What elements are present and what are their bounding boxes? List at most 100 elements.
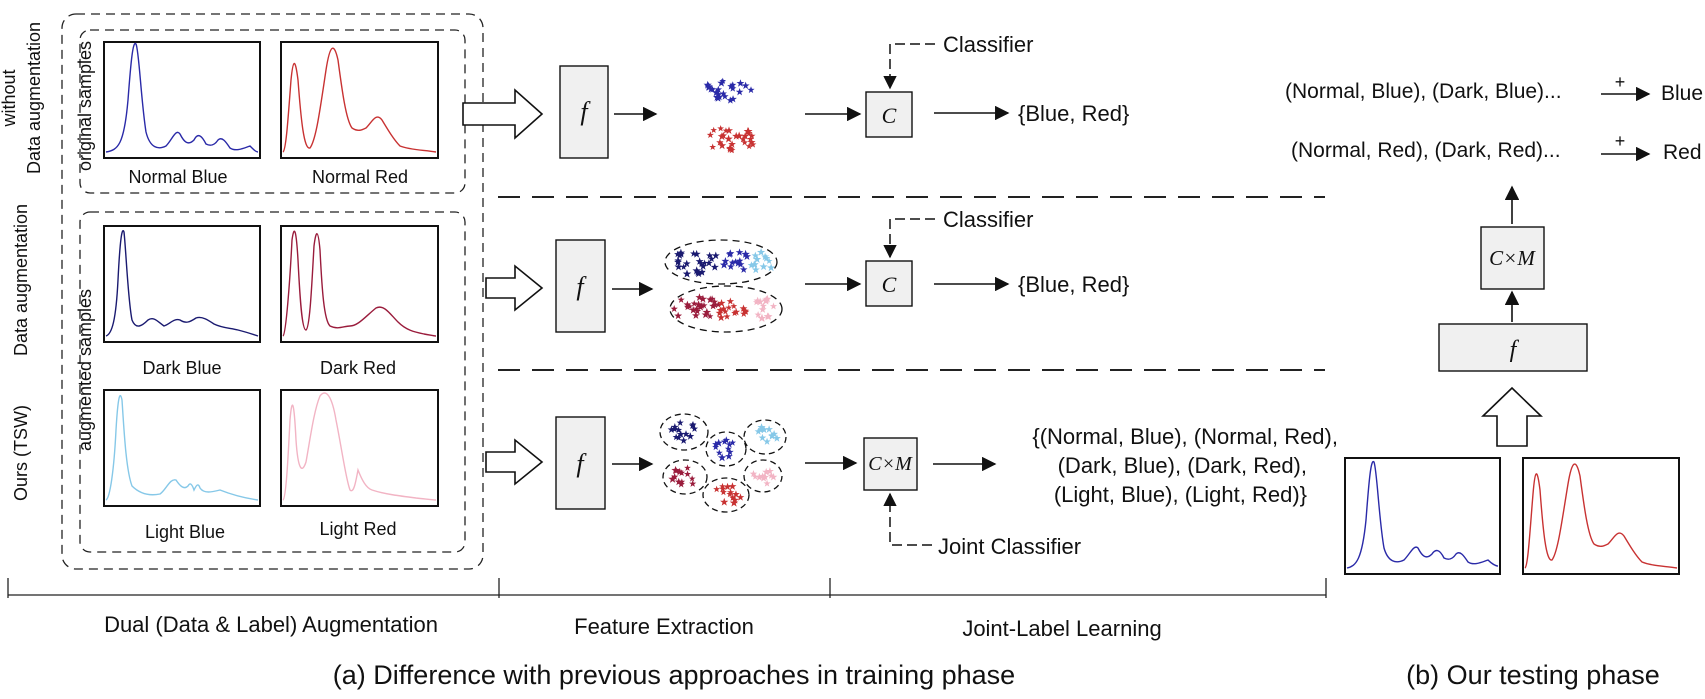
feature-star-marker [709, 143, 717, 151]
feature-star-marker [710, 126, 718, 134]
test-result-blue: Blue [1661, 82, 1703, 105]
row-label-without-2: Data augmentation [24, 22, 44, 174]
feature-star-marker [684, 464, 691, 471]
test-plus-red: + [1615, 131, 1626, 151]
feature-extractor-row3: f [555, 416, 606, 510]
feature-star-marker [726, 297, 735, 305]
label-dark-blue: Dark Blue [142, 358, 221, 378]
label-dark-red: Dark Red [320, 358, 396, 378]
feature-star-marker [679, 436, 688, 444]
svg-text:C: C [882, 103, 897, 128]
feature-star-marker [767, 263, 776, 272]
cluster-circle-blue [705, 431, 747, 467]
test-red-combos: (Normal, Red), (Dark, Red)... [1291, 139, 1561, 162]
feature-star-marker [683, 470, 692, 478]
stage-bracket [7, 578, 1327, 598]
cluster-circle-dark-red [662, 459, 708, 495]
test-feature-extractor-box: f [1438, 323, 1588, 372]
output-binary-row2: {Blue, Red} [1018, 272, 1129, 297]
svg-text:C: C [882, 272, 897, 297]
feature-star-marker [717, 453, 727, 462]
label-light-blue: Light Blue [145, 522, 225, 542]
caption-a: (a) Difference with previous approaches … [333, 660, 1015, 690]
feature-star-marker [674, 311, 683, 320]
feature-star-marker [735, 248, 744, 256]
feature-star-marker [747, 86, 755, 94]
joint-classifier-pointer [883, 492, 932, 546]
label-normal-red: Normal Red [312, 167, 408, 187]
feature-star-marker [769, 302, 778, 310]
test-joint-classifier-box: C×M [1480, 226, 1545, 290]
feature-star-marker [720, 497, 729, 506]
classifier-box-row1: C [865, 91, 913, 138]
feature-star-marker [689, 480, 697, 487]
feature-star-marker [763, 437, 771, 445]
spectrum-dark-red [280, 225, 439, 343]
output-joint-line-3: (Light, Blue), (Light, Red)} [1054, 482, 1307, 507]
feature-star-marker [676, 419, 684, 426]
output-joint-line-2: (Dark, Blue), (Dark, Red), [1058, 453, 1307, 478]
row-label-ours: Ours (TSW) [11, 405, 31, 501]
joint-classifier-box-row3: C×M [863, 437, 918, 491]
feature-star-marker [762, 467, 771, 476]
feature-star-marker [758, 305, 767, 313]
augmented-samples-label: augmented samples [75, 289, 95, 451]
output-binary-row1: {Blue, Red} [1018, 101, 1129, 126]
feature-star-marker [739, 265, 748, 273]
feature-star-marker [735, 88, 744, 96]
row-label-without-1: without [0, 69, 19, 127]
test-spectrum-blue [1344, 457, 1501, 575]
hollow-arrow-row3 [485, 438, 544, 486]
svg-text:f: f [1510, 337, 1520, 363]
hollow-arrow-row1 [462, 88, 544, 140]
feature-star-marker [763, 479, 771, 487]
cluster-circle-red [702, 477, 750, 513]
test-plus-blue: + [1615, 72, 1626, 92]
svg-text:C×M: C×M [1489, 246, 1536, 270]
caption-b: (b) Our testing phase [1406, 660, 1660, 690]
classifier-box-row2: C [865, 260, 913, 307]
cluster-circle-dark-blue [659, 413, 709, 451]
stage-label-feature: Feature Extraction [574, 614, 754, 639]
feature-star-marker [717, 78, 726, 87]
feature-star-marker [758, 433, 767, 442]
stage-label-dual: Dual (Data & Label) Augmentation [104, 612, 438, 637]
feature-extractor-row2: f [555, 239, 606, 333]
feature-star-marker [706, 131, 714, 139]
feature-star-marker [723, 312, 731, 320]
hollow-arrow-row2 [485, 264, 544, 312]
feature-star-marker [717, 125, 725, 132]
svg-text:f: f [576, 449, 587, 478]
spectrum-light-red [280, 389, 439, 507]
classifier-label-row1: Classifier [943, 32, 1033, 57]
feature-star-marker [710, 262, 719, 271]
svg-text:f: f [576, 272, 587, 301]
row-label-dataaug: Data augmentation [11, 204, 31, 356]
cluster-circle-light-red [743, 459, 783, 493]
test-hollow-arrow-up [1481, 386, 1543, 447]
augmented-samples-box [79, 211, 466, 553]
joint-classifier-label: Joint Classifier [938, 534, 1081, 559]
test-spectrum-red [1522, 457, 1680, 575]
feature-star-marker [759, 262, 768, 271]
spectrum-normal-blue [103, 41, 261, 159]
label-light-red: Light Red [319, 519, 396, 539]
label-normal-blue: Normal Blue [128, 167, 227, 187]
feature-star-marker [688, 475, 696, 482]
cluster-ellipse-red [669, 285, 783, 333]
classifier-label-row2: Classifier [943, 207, 1033, 232]
classifier-pointer-row1 [883, 43, 935, 90]
feature-star-marker [721, 257, 730, 265]
feature-star-marker [717, 132, 727, 141]
cluster-circle-light-blue [743, 419, 787, 455]
spectrum-dark-blue [103, 225, 261, 343]
feature-star-marker [713, 485, 721, 493]
stage-label-joint: Joint-Label Learning [962, 616, 1161, 641]
svg-text:C×M: C×M [868, 453, 913, 475]
original-samples-label: original samples [75, 41, 95, 171]
spectrum-normal-red [280, 41, 439, 159]
feature-extractor-row1: f [559, 65, 609, 159]
feature-star-marker [682, 269, 692, 278]
